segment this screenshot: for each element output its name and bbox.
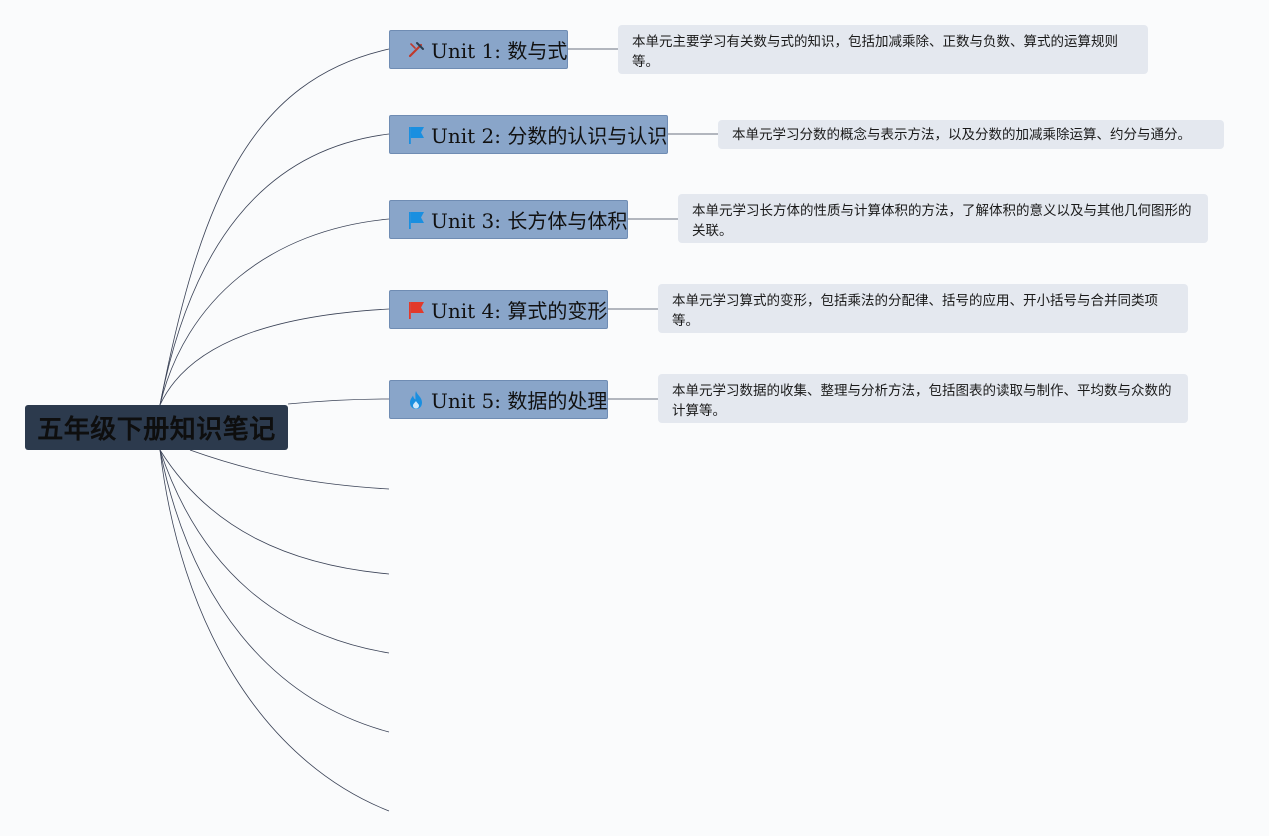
unit-5-note[interactable]: 本单元学习数据的收集、整理与分析方法，包括图表的读取与制作、平均数与众数的计算等…	[658, 374, 1188, 423]
unit-2-note[interactable]: 本单元学习分数的概念与表示方法，以及分数的加减乘除运算、约分与通分。	[718, 120, 1224, 149]
unit-3-topic[interactable]: Unit 3: 长方体与体积	[389, 200, 628, 239]
unit-1-label: Unit 1: 数与式	[431, 39, 568, 63]
root-topic[interactable]: 五年级下册知识笔记	[25, 405, 288, 450]
branch-unit-1	[159, 48, 390, 406]
branch-unit-3	[159, 218, 390, 406]
unit-1-topic[interactable]: Unit 1: 数与式	[389, 30, 568, 69]
unit-5-topic[interactable]: Unit 5: 数据的处理	[389, 380, 608, 419]
unit-2-label: Unit 2: 分数的认识与认识	[431, 124, 668, 148]
unit-4-note-text: 本单元学习算式的变形，包括乘法的分配律、括号的应用、开小括号与合并同类项等。	[672, 293, 1158, 329]
branch-empty-5	[159, 449, 390, 812]
branch-empty-3	[159, 449, 390, 654]
unit-3-note[interactable]: 本单元学习长方体的性质与计算体积的方法，了解体积的意义以及与其他几何图形的关联。	[678, 194, 1208, 243]
red-flag-icon	[407, 300, 425, 320]
tools-icon	[407, 40, 425, 60]
root-topic-label: 五年级下册知识笔记	[37, 415, 276, 445]
fire-icon	[407, 390, 425, 410]
blue-flag-icon	[407, 125, 425, 145]
blue-flag-icon	[407, 210, 425, 230]
unit-3-label: Unit 3: 长方体与体积	[431, 209, 628, 233]
branch-empty-1	[189, 449, 390, 490]
unit-4-topic[interactable]: Unit 4: 算式的变形	[389, 290, 608, 329]
unit-1-note-text: 本单元主要学习有关数与式的知识，包括加减乘除、正数与负数、算式的运算规则等。	[632, 34, 1118, 70]
branch-unit-5	[287, 398, 390, 405]
unit-5-note-text: 本单元学习数据的收集、整理与分析方法，包括图表的读取与制作、平均数与众数的计算等…	[672, 383, 1172, 419]
unit-5-label: Unit 5: 数据的处理	[431, 389, 608, 413]
unit-2-topic[interactable]: Unit 2: 分数的认识与认识	[389, 115, 668, 154]
branch-empty-2	[159, 449, 390, 575]
unit-3-note-text: 本单元学习长方体的性质与计算体积的方法，了解体积的意义以及与其他几何图形的关联。	[692, 203, 1192, 239]
branch-unit-4	[159, 308, 390, 406]
unit-2-note-text: 本单元学习分数的概念与表示方法，以及分数的加减乘除运算、约分与通分。	[732, 127, 1191, 143]
branch-empty-4	[159, 449, 390, 733]
branch-unit-2	[159, 133, 390, 406]
unit-4-note[interactable]: 本单元学习算式的变形，包括乘法的分配律、括号的应用、开小括号与合并同类项等。	[658, 284, 1188, 333]
unit-1-note[interactable]: 本单元主要学习有关数与式的知识，包括加减乘除、正数与负数、算式的运算规则等。	[618, 25, 1148, 74]
unit-4-label: Unit 4: 算式的变形	[431, 299, 608, 323]
